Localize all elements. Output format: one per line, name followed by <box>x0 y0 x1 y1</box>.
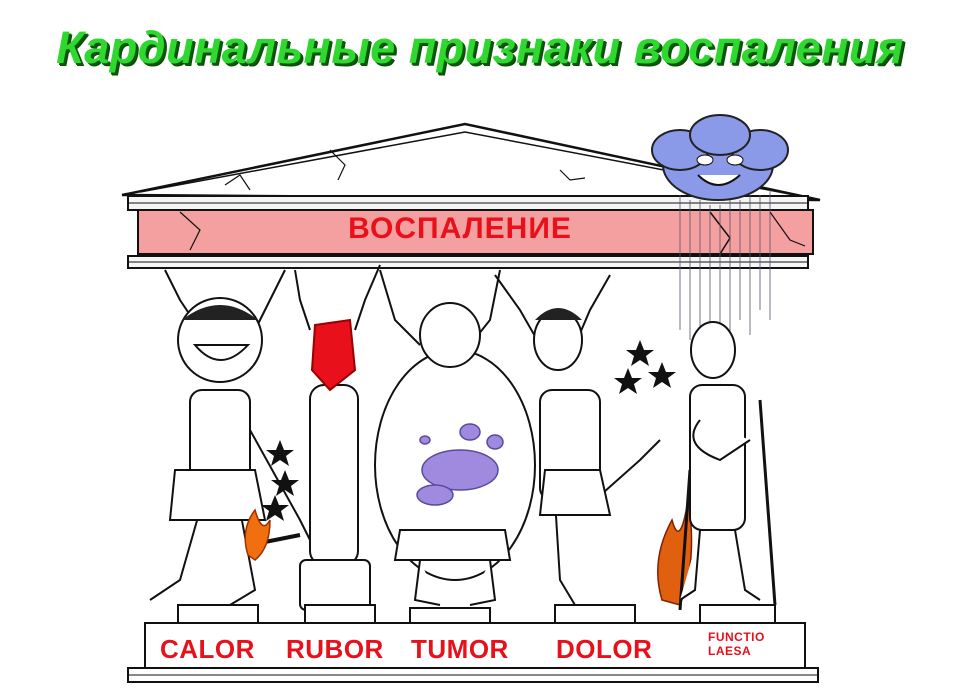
storm-cloud <box>651 114 789 345</box>
label-functio-laesa: FUNCTIO LAESA <box>708 630 765 658</box>
figure-functio-laesa <box>679 321 777 606</box>
figure-dolor <box>494 274 661 606</box>
tumor-blob <box>416 423 504 506</box>
figure-rubor <box>294 264 381 611</box>
temple-base <box>127 622 819 683</box>
label-dolor: DOLOR <box>556 634 653 664</box>
calor-torch <box>244 508 301 561</box>
calor-stars <box>261 440 299 521</box>
figure-tumor <box>374 269 536 606</box>
calor-hair <box>182 305 258 320</box>
dolor-stars <box>614 340 676 394</box>
label-laesa: LAESA <box>708 644 752 658</box>
label-calor: CALOR <box>160 634 255 664</box>
page-title: Кардинальные признаки воспаления <box>56 22 904 73</box>
label-rubor: RUBOR <box>286 634 384 664</box>
entablature-label: ВОСПАЛЕНИЕ <box>348 212 572 245</box>
label-tumor: TUMOR <box>411 634 509 664</box>
figure-calor <box>149 269 311 606</box>
label-functio: FUNCTIO <box>708 630 765 644</box>
pedestals <box>177 604 776 625</box>
rubor-red-face <box>310 318 357 392</box>
